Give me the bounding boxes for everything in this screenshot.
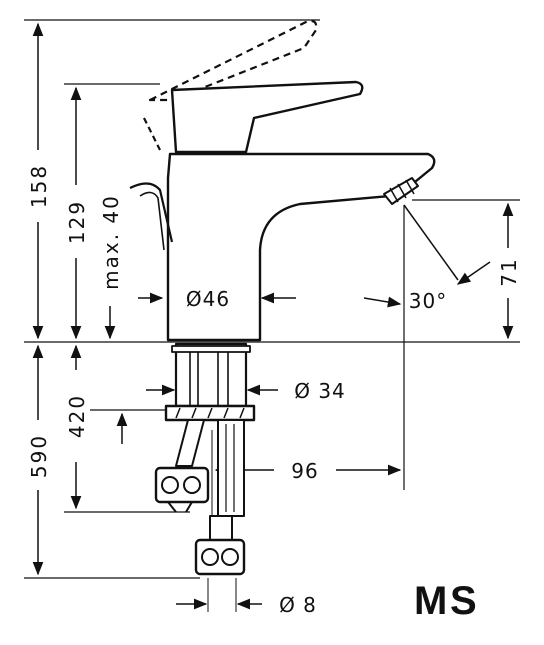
label-max-40: max. 40 — [99, 194, 123, 290]
label-158: 158 — [27, 164, 51, 208]
label-71: 71 — [497, 257, 521, 286]
dimension-labels: 158 129 max. 40 71 Ø46 30° Ø 34 590 420 … — [27, 164, 521, 617]
label-129: 129 — [65, 200, 89, 244]
angle-leader-line — [403, 204, 459, 281]
label-590: 590 — [27, 434, 51, 478]
faucet-spout-body — [166, 152, 436, 342]
reference-lines — [24, 19, 520, 579]
label-96: 96 — [291, 459, 318, 483]
label-420: 420 — [65, 394, 89, 438]
logo-letter-m: M — [414, 579, 447, 623]
lever-raised-dashed — [148, 19, 318, 102]
dimension-arrows — [32, 22, 514, 610]
label-diameter-34: Ø 34 — [294, 379, 346, 403]
lever-handle — [170, 80, 364, 154]
long-hose — [217, 419, 245, 517]
lever-pivot-dashed — [143, 117, 161, 151]
label-diameter-8: Ø 8 — [279, 593, 317, 617]
angle-arrow — [456, 261, 491, 285]
label-angle-30: 30° — [409, 289, 447, 313]
label-diameter-46: Ø46 — [186, 287, 230, 311]
faucet — [129, 19, 436, 342]
aerator — [383, 177, 419, 205]
logo-letter-s: S — [450, 579, 477, 623]
dim-30-left-arrow — [363, 296, 402, 308]
ms-logo: M S — [414, 579, 477, 623]
shank — [174, 342, 248, 408]
short-hose — [175, 419, 205, 467]
under-counter — [154, 342, 256, 576]
popup-rod — [129, 182, 174, 243]
